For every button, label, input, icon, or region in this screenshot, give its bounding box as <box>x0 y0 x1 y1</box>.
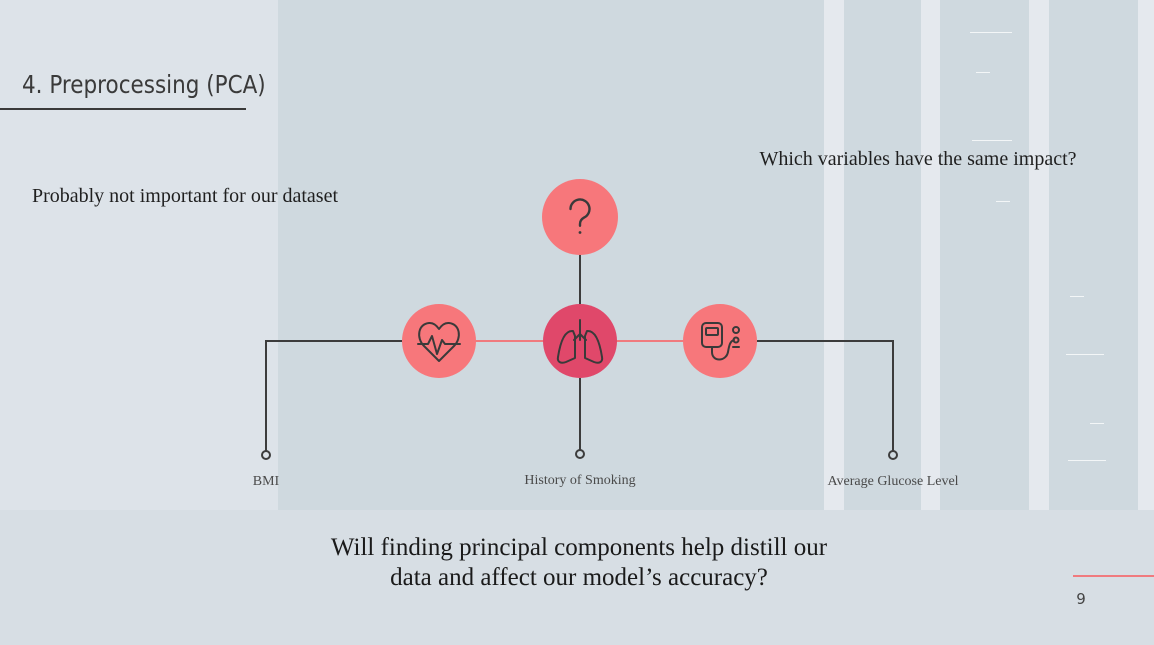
node-bmi <box>402 304 476 378</box>
background-stripe <box>1029 0 1049 510</box>
heartbeat-icon <box>417 321 461 362</box>
node-smoking <box>543 304 617 378</box>
decor-dash <box>972 140 1012 141</box>
decor-dash <box>1066 354 1104 355</box>
title-underline <box>0 108 246 110</box>
lungs-icon <box>556 319 604 364</box>
decor-dash <box>1090 423 1104 424</box>
background-bottom-band <box>0 510 1154 645</box>
decor-dash <box>976 72 990 73</box>
page-number: 9 <box>1076 590 1086 608</box>
label-average-glucose-level: Average Glucose Level <box>827 474 959 489</box>
connector-glucose-end <box>888 450 898 460</box>
decor-dash <box>1070 296 1084 297</box>
question-text: Will finding principal components help d… <box>330 534 828 591</box>
decor-dash <box>996 201 1010 202</box>
label-bmi: BMI <box>252 474 280 489</box>
glucose-meter-icon <box>701 322 740 361</box>
question-mark-icon <box>569 198 591 234</box>
slide-title: 4. Preprocessing (PCA) <box>22 70 266 99</box>
decor-dash <box>970 32 1012 33</box>
background-stripe <box>1138 0 1154 510</box>
connector-bmi-end <box>261 450 271 460</box>
background-stripe <box>824 0 844 510</box>
accent-line <box>1073 575 1154 577</box>
note-left: Probably not important for our dataset <box>31 185 339 207</box>
note-right: Which variables have the same impact? <box>759 148 1077 170</box>
label-history-of-smoking: History of Smoking <box>524 473 636 488</box>
decor-dash <box>1068 460 1106 461</box>
background-main-panel <box>278 0 1154 510</box>
connector-smoking-end <box>575 449 585 459</box>
node-top <box>542 179 618 255</box>
node-glucose <box>683 304 757 378</box>
background-left-panel <box>0 0 278 510</box>
background-stripe <box>921 0 940 510</box>
pca-diagram <box>261 179 898 460</box>
